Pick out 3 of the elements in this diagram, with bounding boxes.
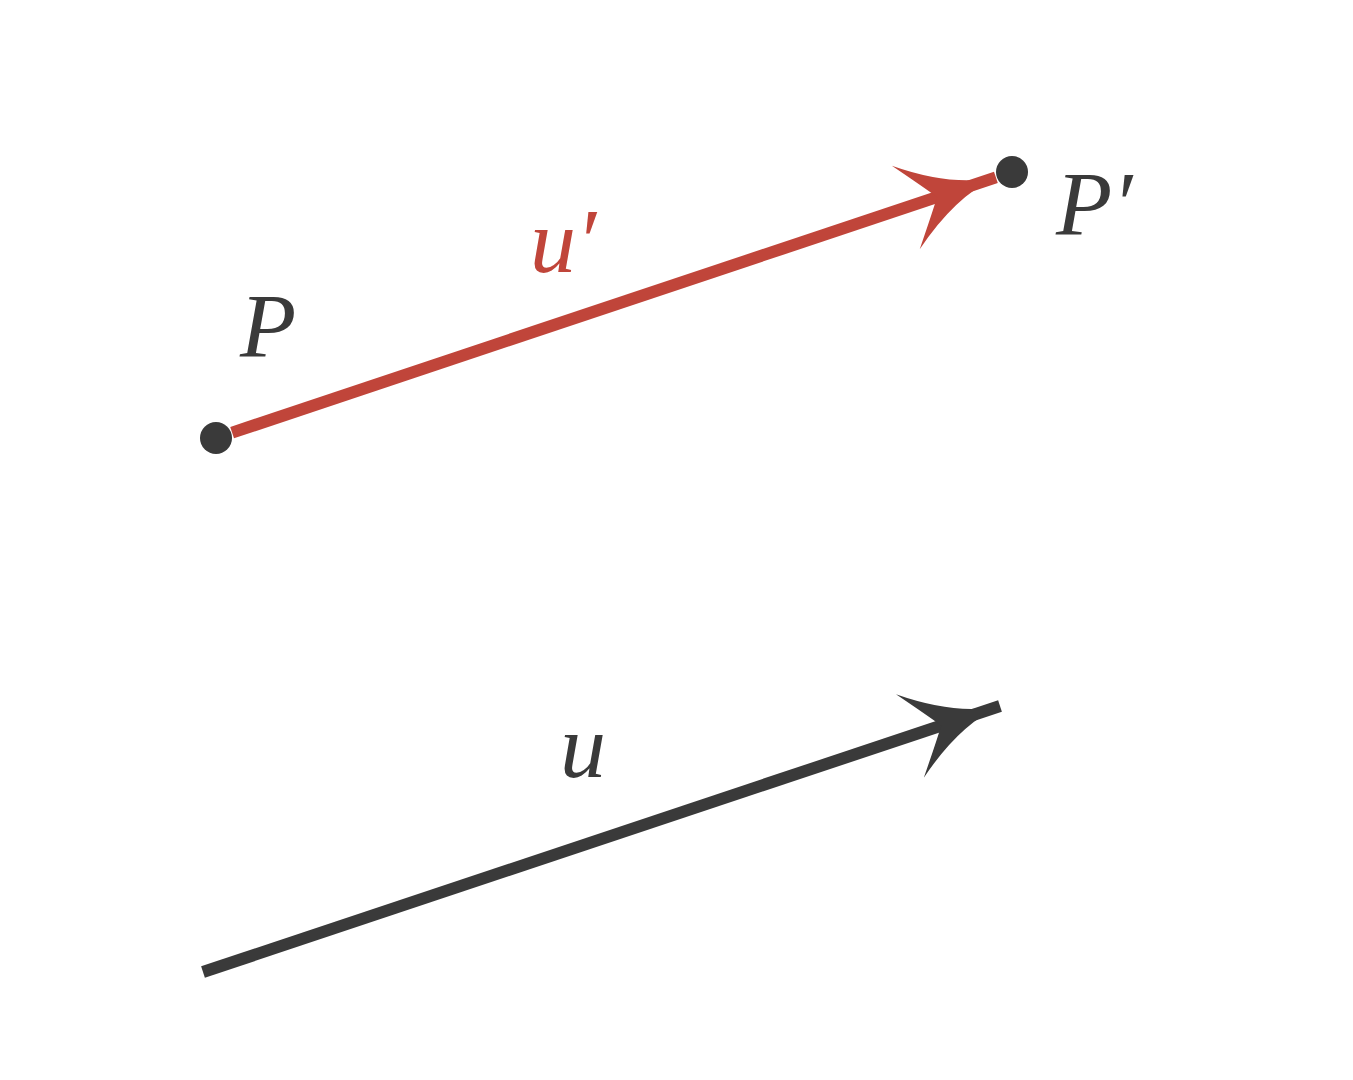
point-label: P′ <box>1056 158 1133 250</box>
vector-label: u <box>560 700 606 792</box>
point-label: P <box>240 280 297 372</box>
